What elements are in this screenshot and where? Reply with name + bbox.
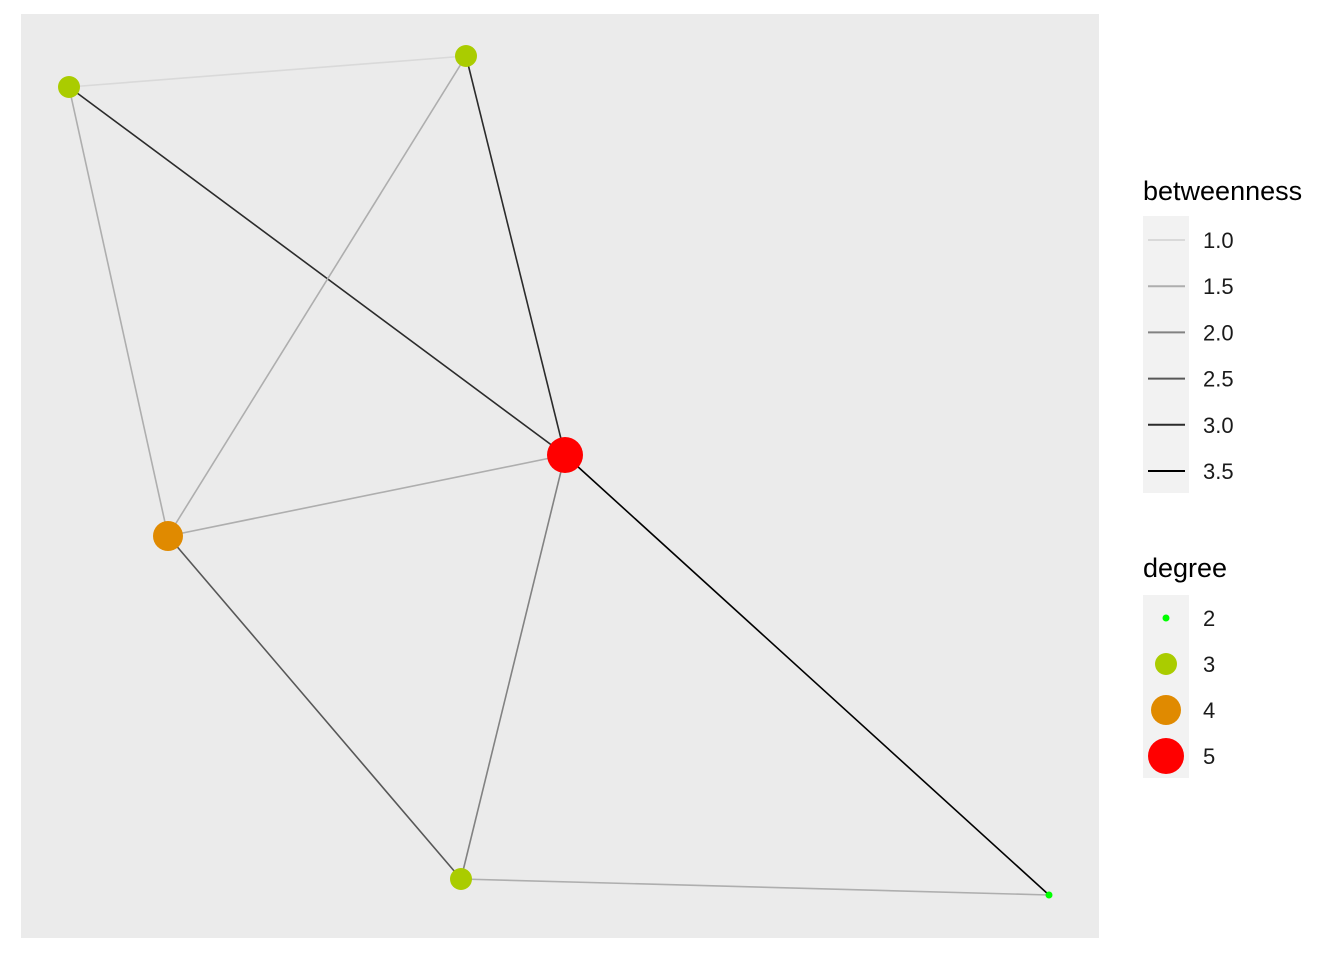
legend-betweenness-title: betweenness [1143,176,1302,206]
edge-n3-n6 [564,454,1050,896]
legend-degree-key-3 [1155,653,1177,675]
node-n1 [58,76,80,98]
edge-n1-n3 [68,86,566,456]
legend-betweenness-label-1: 1.5 [1203,274,1234,299]
legend-degree-label-3: 3 [1203,652,1215,677]
legend-betweenness-label-5: 3.5 [1203,459,1234,484]
edge-n2-n4 [167,55,467,537]
node-n6 [1045,891,1053,899]
legend-degree-label-4: 4 [1203,698,1215,723]
node-n4 [153,521,183,551]
node-n3 [547,437,583,473]
edge-n4-n3 [167,454,566,537]
edge-n1-n2 [68,55,467,88]
legend-degree-key-5 [1148,738,1184,774]
edge-n2-n3 [465,55,566,456]
legend-betweenness-label-2: 2.0 [1203,320,1234,345]
nodes-layer [58,45,1053,899]
edge-n5-n6 [460,878,1050,896]
legend-degree: degree 2 3 4 5 [1143,553,1227,778]
legend-betweenness-label-3: 2.5 [1203,367,1234,392]
legend-betweenness: betweenness 1.0 1.5 2.0 2.5 3.0 3.5 [1143,176,1302,493]
legend-betweenness-label-0: 1.0 [1203,228,1234,253]
edge-n4-n5 [167,535,462,880]
legend-degree-title: degree [1143,553,1227,583]
legend-betweenness-key-background [1143,216,1189,493]
legend-betweenness-label-4: 3.0 [1203,413,1234,438]
legend-degree-key-2 [1162,614,1170,622]
node-n5 [450,868,472,890]
edge-n1-n4 [68,86,169,537]
edges-layer [68,55,1050,896]
legend-degree-key-4 [1151,695,1181,725]
legend-degree-label-2: 2 [1203,606,1215,631]
edge-n3-n5 [460,454,566,880]
node-n2 [455,45,477,67]
legend-degree-label-5: 5 [1203,744,1215,769]
